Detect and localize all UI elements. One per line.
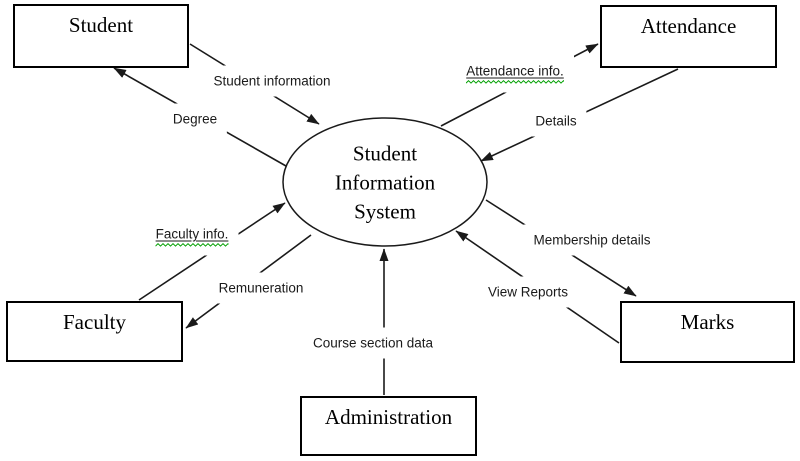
flow-label-view-reports[interactable]: View Reports xyxy=(477,276,579,308)
entity-label-student: Student xyxy=(68,13,134,37)
process-label-line-3: System xyxy=(354,199,416,224)
entity-box-faculty[interactable]: Faculty xyxy=(6,301,183,362)
flow-label-text: View Reports xyxy=(487,284,569,300)
flow-label-text: Degree xyxy=(172,111,218,127)
flow-label-attendance-info[interactable]: Attendance info. xyxy=(456,55,574,93)
flow-label-details[interactable]: Details xyxy=(525,105,587,137)
flow-label-student-information[interactable]: Student information xyxy=(203,65,341,97)
entity-box-marks[interactable]: Marks xyxy=(620,301,795,363)
entity-box-administration[interactable]: Administration xyxy=(300,396,477,456)
entity-label-faculty: Faculty xyxy=(63,310,126,334)
flow-label-text: Attendance info. xyxy=(466,63,564,79)
flow-label-text: Course section data xyxy=(312,335,434,351)
flow-label-degree[interactable]: Degree xyxy=(162,103,228,135)
flow-label-membership-details[interactable]: Membership details xyxy=(523,224,661,256)
flow-label-text: Membership details xyxy=(533,232,651,248)
flow-label-text: Faculty info. xyxy=(155,226,229,242)
process-label-line-1: Student xyxy=(352,141,418,166)
process-shape-ellipse[interactable] xyxy=(282,117,488,247)
entity-label-marks: Marks xyxy=(680,310,735,334)
entity-label-attendance: Attendance xyxy=(640,14,737,38)
entity-box-student[interactable]: Student xyxy=(13,4,189,68)
flow-label-text: Remuneration xyxy=(218,280,304,296)
grammar-squiggle xyxy=(155,243,229,247)
flow-label-remuneration[interactable]: Remuneration xyxy=(208,272,314,304)
flow-label-text: Details xyxy=(535,113,577,129)
flow-label-text: Student information xyxy=(213,73,331,89)
process-label-line-2: Information xyxy=(334,170,436,195)
flow-label-course-section-data[interactable]: Course section data xyxy=(302,327,444,359)
process-label: Student Information System xyxy=(290,140,480,227)
flow-label-faculty-info[interactable]: Faculty info. xyxy=(145,218,239,256)
entity-label-administration: Administration xyxy=(324,405,453,429)
grammar-squiggle xyxy=(466,80,564,84)
entity-box-attendance[interactable]: Attendance xyxy=(600,5,777,68)
